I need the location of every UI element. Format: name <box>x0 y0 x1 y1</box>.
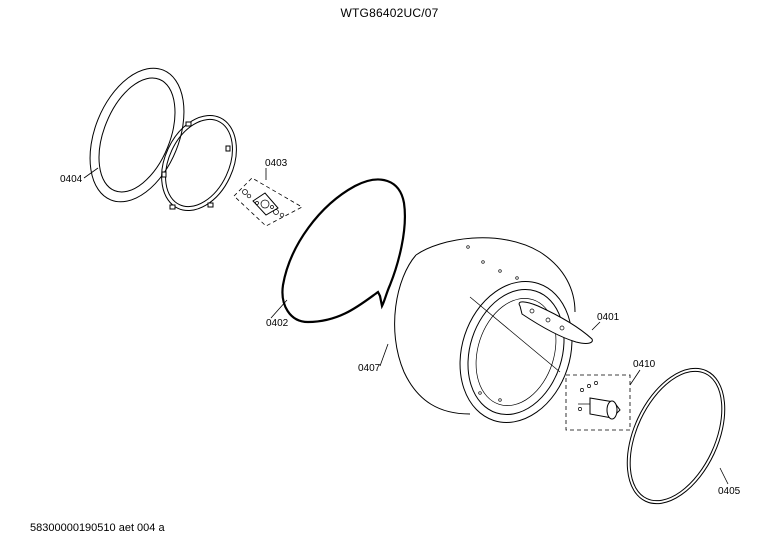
part-0401-baffle[interactable] <box>518 301 593 344</box>
label-0401: 0401 <box>597 312 620 323</box>
diagram-footer: 58300000190510 aet 004 a <box>30 522 165 534</box>
leader-0410 <box>629 369 641 386</box>
label-0410: 0410 <box>633 359 656 370</box>
label-0404: 0404 <box>60 174 83 185</box>
label-0407: 0407 <box>358 363 381 374</box>
part-0403-bracket[interactable] <box>233 177 303 227</box>
part-0410-shaft[interactable] <box>565 374 631 431</box>
part-0407-drum[interactable] <box>394 237 590 437</box>
diagram-title: WTG86402UC/07 <box>340 6 439 20</box>
leader-0404 <box>83 167 99 179</box>
part-0402-belt[interactable] <box>281 178 406 324</box>
leader-0405 <box>719 467 729 485</box>
leader-0407 <box>379 343 389 367</box>
part-0405-ring[interactable] <box>608 353 745 519</box>
label-0402: 0402 <box>266 318 289 329</box>
leader-0401 <box>591 321 601 331</box>
label-0405: 0405 <box>718 486 741 497</box>
part-0404-ring[interactable] <box>72 54 202 215</box>
leader-0402 <box>270 299 288 319</box>
retaining-ring[interactable] <box>147 103 251 222</box>
label-0403: 0403 <box>265 158 288 169</box>
